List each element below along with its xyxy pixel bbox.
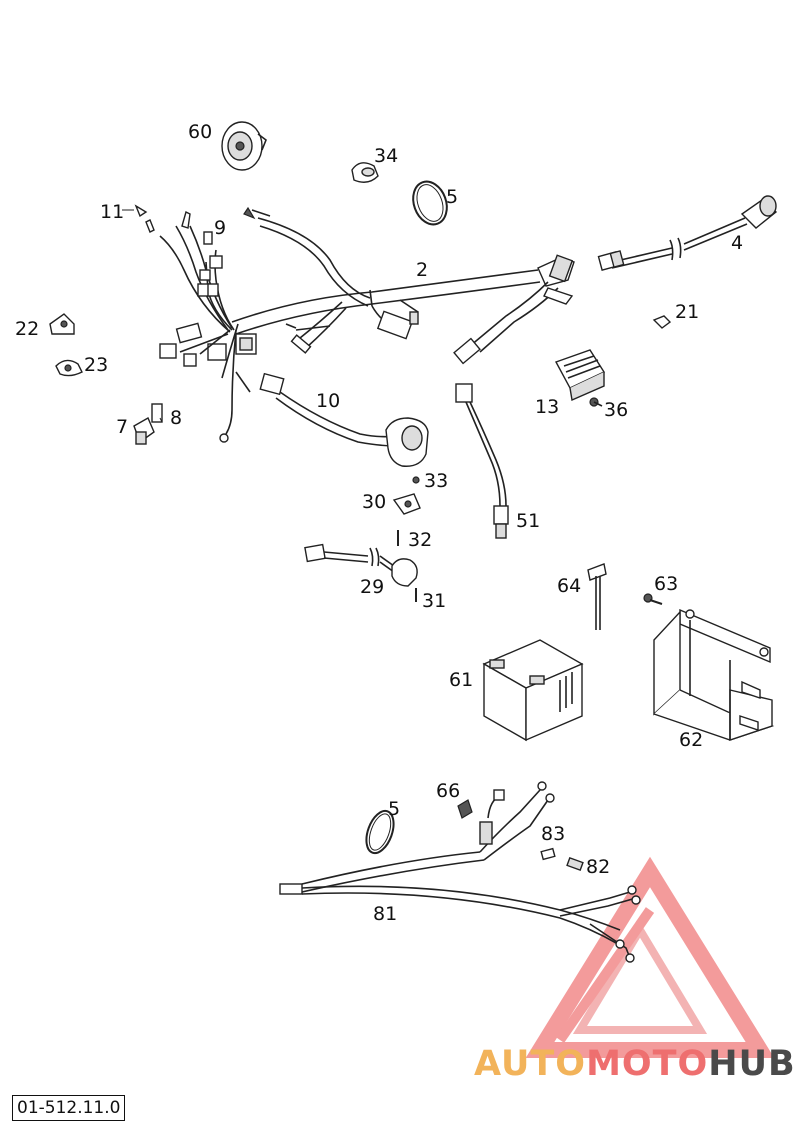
battery-part — [482, 639, 584, 742]
diagram-reference-code: 01-512.11.0 — [12, 1095, 126, 1121]
label-10: 10 — [316, 390, 340, 412]
label-60: 60 — [188, 121, 212, 143]
fuse-part-82 — [566, 856, 584, 872]
cover-part — [392, 493, 421, 515]
cable-tie-part — [412, 180, 448, 226]
label-9: 9 — [214, 217, 226, 239]
watermark-part-moto: MOTO — [586, 1044, 709, 1084]
label-63: 63 — [654, 573, 678, 595]
bracket-part — [49, 313, 75, 335]
label-36: 36 — [604, 399, 628, 421]
fuse-part-83 — [540, 847, 556, 861]
watermark-part-auto: AUTO — [474, 1044, 587, 1084]
label-7: 7 — [116, 416, 128, 438]
label-66: 66 — [436, 780, 460, 802]
label-29: 29 — [360, 576, 384, 598]
label-31: 31 — [422, 590, 446, 612]
washer-part — [412, 476, 420, 484]
battery-harness-part — [279, 781, 641, 963]
small-clip-part — [652, 315, 672, 329]
watermark-brand: AUTOMOTOHUB — [474, 1044, 796, 1084]
screw-part — [589, 397, 603, 407]
battery-box-part — [653, 608, 775, 741]
watermark-logo-icon — [525, 856, 775, 1058]
cable-tie-part-bottom — [365, 809, 395, 855]
label-2: 2 — [416, 259, 428, 281]
label-30: 30 — [362, 491, 386, 513]
label-23: 23 — [84, 354, 108, 376]
label-21: 21 — [675, 301, 699, 323]
label-13: 13 — [535, 396, 559, 418]
temperature-sensor-part — [455, 383, 509, 539]
leader-lines — [122, 209, 163, 423]
grommet-part — [351, 162, 379, 183]
label-83: 83 — [541, 823, 565, 845]
part-labels: 60 34 5 11 9 2 4 22 23 21 10 13 36 7 8 3… — [15, 121, 743, 925]
fuse-part — [457, 799, 473, 819]
label-11: 11 — [100, 201, 124, 223]
label-62: 62 — [679, 729, 703, 751]
regulator-part — [554, 349, 606, 402]
label-4: 4 — [731, 232, 743, 254]
main-harness-part — [145, 206, 575, 443]
watermark-part-hub: HUB — [708, 1044, 796, 1084]
label-5-bottom: 5 — [388, 798, 400, 820]
label-8: 8 — [170, 407, 182, 429]
connector-pin-part — [203, 231, 213, 245]
label-5-top: 5 — [446, 186, 458, 208]
bolt-part — [643, 593, 663, 605]
label-22: 22 — [15, 318, 39, 340]
label-82: 82 — [586, 856, 610, 878]
label-33: 33 — [424, 470, 448, 492]
label-51: 51 — [516, 510, 540, 532]
label-64: 64 — [557, 575, 581, 597]
sensor-cable-29-part — [304, 543, 418, 587]
label-32: 32 — [408, 529, 432, 551]
label-34: 34 — [374, 145, 398, 167]
label-61: 61 — [449, 669, 473, 691]
relay-holder-part — [151, 403, 163, 423]
sensor-cable-part — [597, 195, 778, 271]
fuse-holder-part — [587, 563, 607, 630]
terminal-part — [134, 204, 148, 218]
horn-part — [221, 121, 267, 171]
relay-part — [133, 417, 155, 445]
label-81: 81 — [373, 903, 397, 925]
switch-cable-part — [259, 372, 429, 467]
cable-clip-part — [55, 359, 83, 377]
